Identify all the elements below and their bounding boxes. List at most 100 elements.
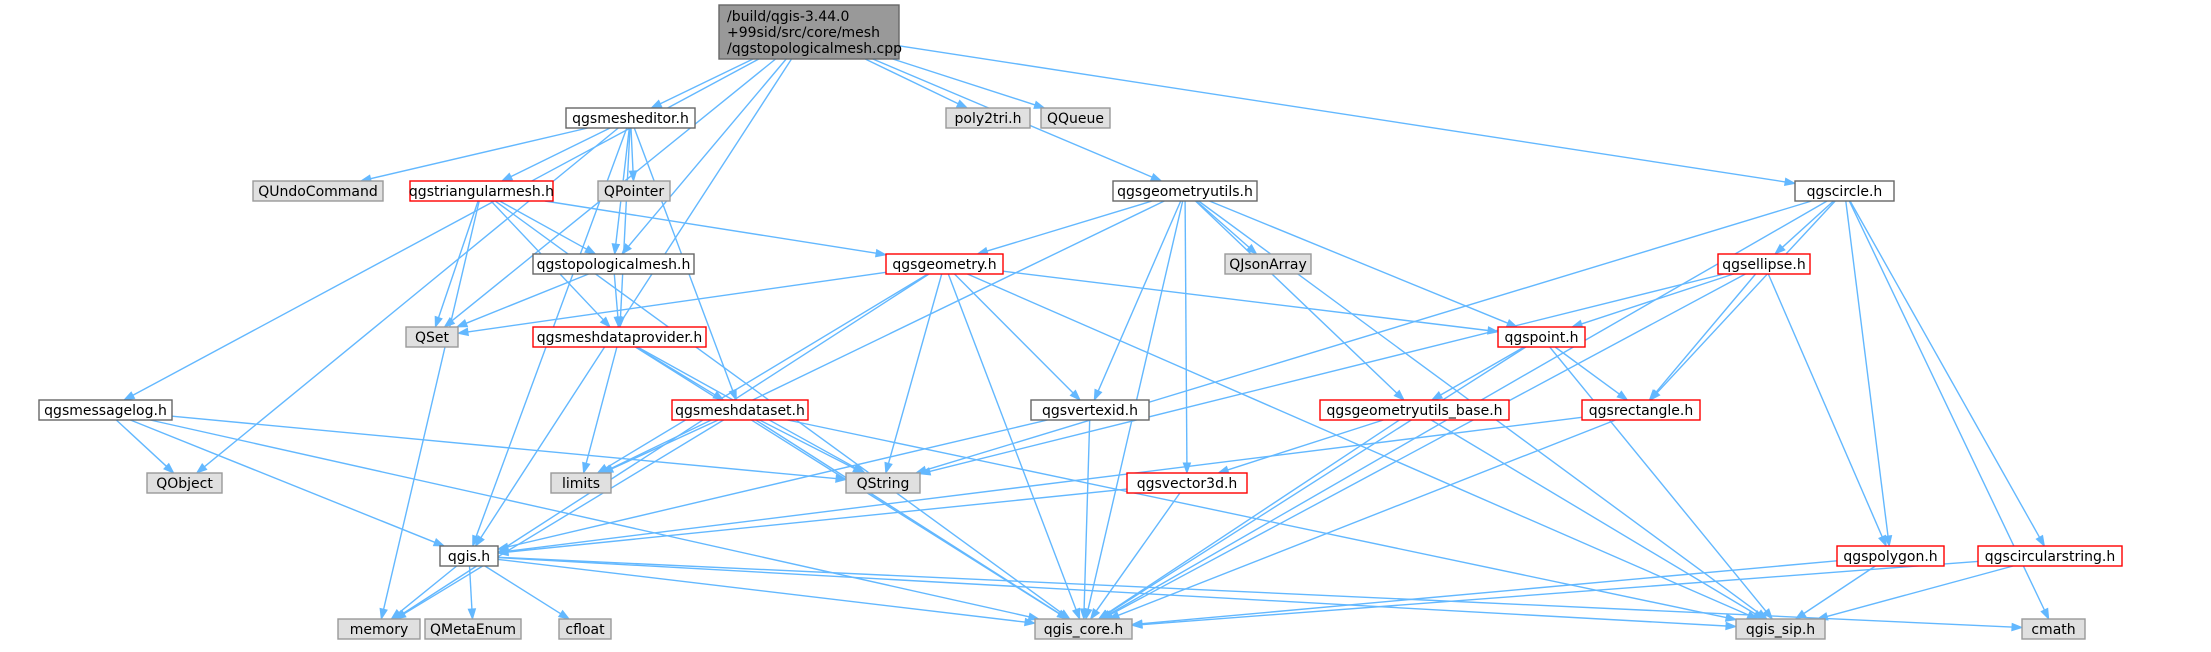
node-label: qgstriangularmesh.h	[409, 184, 554, 200]
edge-qgsellipse-to-qgspoint	[1570, 273, 1734, 328]
edge-arrowhead	[628, 170, 638, 183]
edge-arrowhead	[599, 316, 612, 329]
node-cfloat[interactable]: cfloat	[558, 618, 612, 640]
edge-arrowhead	[884, 461, 893, 475]
node-limits[interactable]: limits	[550, 472, 612, 494]
edge-qgsvector3d-to-qgis_core	[1089, 492, 1181, 621]
node-qjsonarray[interactable]: QJsonArray	[1224, 253, 1312, 275]
edge-line	[929, 273, 1724, 473]
node-qqueue[interactable]: QQueue	[1040, 107, 1111, 129]
edge-root-to-qgis	[474, 58, 793, 548]
edge-qgstriangularmesh-to-qgsgeometry	[544, 200, 888, 258]
edge-line	[967, 273, 1749, 616]
edge-arrowhead	[195, 463, 208, 474]
edge-arrowhead	[1724, 613, 1738, 622]
edge-arrowhead	[1430, 391, 1444, 401]
node-qmetaenum[interactable]: QMetaEnum	[424, 618, 522, 640]
edge-arrowhead	[122, 391, 136, 401]
node-qgsrectangle[interactable]: qgsrectangle.h	[1581, 399, 1701, 421]
node-box	[405, 326, 459, 348]
edge-line	[1581, 273, 1734, 325]
node-box	[558, 618, 612, 640]
edge-arrowhead	[456, 327, 469, 337]
node-qgsmeshdataprovider[interactable]: qgsmeshdataprovider.h	[532, 326, 707, 348]
node-qgstopologicalmesh[interactable]: qgstopologicalmesh.h	[532, 253, 695, 275]
node-qgsgeometry[interactable]: qgsgeometry.h	[885, 253, 1004, 275]
node-box	[1735, 618, 1826, 640]
node-label: QQueue	[1047, 111, 1104, 127]
node-qgscircle[interactable]: qgscircle.h	[1794, 180, 1895, 202]
node-qgsellipse[interactable]: qgsellipse.h	[1717, 253, 1811, 275]
node-qgscircularstring[interactable]: qgscircularstring.h	[1977, 545, 2123, 567]
edge-line	[755, 419, 1060, 615]
edge-arrowhead	[1245, 243, 1258, 255]
node-label: QPointer	[604, 184, 664, 200]
node-qpointer[interactable]: QPointer	[597, 180, 671, 202]
edge-line	[382, 200, 480, 610]
node-root[interactable]: /build/qgis-3.44.0+99sid/src/core/mesh/q…	[718, 4, 902, 60]
node-qundocommand[interactable]: QUndoCommand	[252, 180, 384, 202]
edge-qgsellipse-to-qgsrectangle	[1648, 273, 1757, 402]
edge-qgsgeometryutils-to-qgsvertexid	[1093, 200, 1182, 402]
edge-line	[1195, 200, 1250, 248]
edge-qgsmeshdataprovider-to-limits	[582, 346, 618, 475]
node-label: cfloat	[565, 622, 605, 638]
node-qgis_core[interactable]: qgis_core.h	[1034, 618, 1133, 640]
node-qgsgeometryutils[interactable]: qgsgeometryutils.h	[1112, 180, 1258, 202]
node-cmath[interactable]: cmath	[2021, 618, 2086, 640]
node-qgsmesheditor[interactable]: qgsmesheditor.h	[565, 107, 696, 129]
node-qgis[interactable]: qgis.h	[439, 545, 499, 567]
edge-line	[497, 556, 2013, 628]
node-qgsvertexid[interactable]: qgsvertexid.h	[1030, 399, 1150, 421]
node-poly2tri[interactable]: poly2tri.h	[945, 107, 1031, 129]
node-box	[1977, 545, 2123, 567]
edge-qgsmesheditor-to-qobject	[195, 127, 619, 474]
edge-qgsgeometry-to-qgsvertexid	[954, 273, 1082, 402]
edge-qgstriangularmesh-to-qgstopologicalmesh	[499, 200, 597, 255]
node-label-line: +99sid/src/core/mesh	[727, 25, 880, 41]
edge-line	[484, 565, 561, 615]
edge-qgscircularstring-to-qgis_core	[1130, 560, 1979, 629]
node-box	[565, 107, 696, 129]
edge-arrowhead	[1069, 389, 1082, 402]
edge-qgstriangularmesh-to-qset	[434, 200, 479, 329]
edge-line	[1554, 346, 1620, 395]
edge-line	[1549, 346, 1767, 612]
node-box	[532, 326, 707, 348]
node-qgsgeometryutils_base[interactable]: qgsgeometryutils_base.h	[1319, 399, 1510, 421]
edge-arrowhead	[390, 609, 403, 620]
edge-qgsgeometryutils-to-qjsonarray	[1195, 200, 1258, 255]
node-qobject[interactable]: QObject	[146, 472, 223, 494]
edge-line	[610, 200, 1165, 470]
node-qgsmeshdataset[interactable]: qgsmeshdataset.h	[671, 399, 809, 421]
node-label: qgsgeometryutils_base.h	[1326, 403, 1502, 419]
edge-line	[1430, 419, 1756, 615]
node-qgsmessagelog[interactable]: qgsmessagelog.h	[38, 399, 173, 421]
edge-arrowhead	[455, 319, 469, 328]
edge-line	[1849, 200, 2041, 538]
node-box	[146, 472, 223, 494]
node-qgis_sip[interactable]: qgis_sip.h	[1735, 618, 1826, 640]
node-label: poly2tri.h	[955, 111, 1022, 127]
edge-line	[1195, 200, 1398, 394]
edge-qgis-to-qgis_core	[497, 558, 1037, 627]
edge-line	[659, 58, 754, 105]
node-memory[interactable]: memory	[337, 618, 421, 640]
node-qgspoint[interactable]: qgspoint.h	[1497, 326, 1586, 348]
edge-line	[1106, 419, 1400, 615]
node-qgspolygon[interactable]: qgspolygon.h	[1836, 545, 1945, 567]
edge-arrowhead	[434, 315, 443, 329]
edge-line	[1097, 200, 1182, 392]
edge-line	[954, 273, 1074, 394]
node-qset[interactable]: QSet	[405, 326, 459, 348]
node-qgsvector3d[interactable]: qgsvector3d.h	[1126, 472, 1248, 494]
edge-line	[1227, 419, 1384, 471]
node-qstring[interactable]: QString	[845, 472, 921, 494]
node-label: qgsvector3d.h	[1137, 476, 1238, 492]
node-qgstriangularmesh[interactable]: qgstriangularmesh.h	[409, 180, 554, 202]
node-box	[945, 107, 1031, 129]
node-box	[1319, 399, 1510, 421]
edge-arrowhead	[1570, 319, 1584, 328]
edge-qgsgeometry-to-qset	[456, 271, 887, 337]
edge-arrowhead	[467, 608, 477, 621]
